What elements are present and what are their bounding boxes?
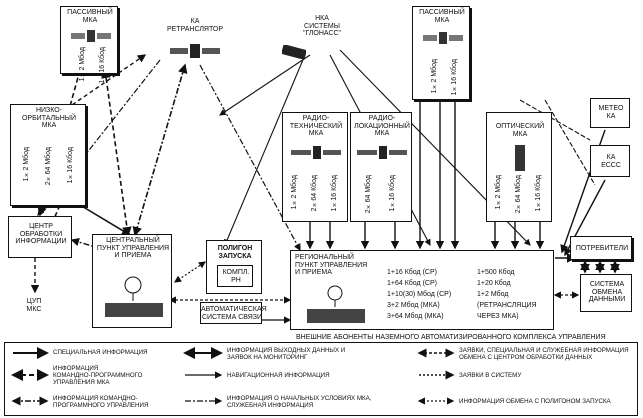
radiotechnical-mka[interactable]: РАДИО- ТЕХНИЧЕСКИЙ МКА 1×2 Мбод 2×64 Кбо… — [282, 112, 348, 222]
radar-mka[interactable]: РАДИО- ЛОКАЦИОННЫЙ МКА 2×64 Мбод 1×16 Кб… — [350, 112, 412, 222]
passive-mka-left[interactable]: ПАССИВНЫЙ МКА 1×2 Мбод 1×16 Кбод — [60, 6, 118, 84]
node-title: КА РЕТРАНСЛЯТОР — [166, 18, 224, 33]
tsup-mks[interactable]: ЦУП МКС — [14, 298, 54, 318]
node-title: НИЗКО- ОРБИТАЛЬНЫЙ МКА — [21, 107, 77, 129]
automatic-comm-system[interactable]: АВТОМАТИЧЕСКАЯ СИСТЕМА СВЯЗИ — [200, 302, 267, 324]
satellite-icon — [281, 44, 307, 64]
node-title: ЦЕНТРАЛЬНЫЙ ПУНКТ УПРАВЛЕНИЯ И ПРИЕМА — [96, 237, 170, 259]
meteo-ka[interactable]: МЕТЕО КА — [590, 98, 630, 128]
legend: СПЕЦИАЛЬНАЯ ИНФОРМАЦИЯ ИНФОРМАЦИЯ ВЫХОДН… — [4, 342, 638, 416]
legend-label: ЗАЯВКИ В СИСТЕМУ — [459, 372, 522, 379]
legend-symbols — [11, 347, 455, 406]
rate-label: 2×64 Мбод — [515, 175, 522, 214]
rate-line: (РЕТРАНСЛЯЦИЯ — [477, 302, 537, 309]
ka-essc[interactable]: КА ЕССС — [590, 145, 630, 177]
central-control-point[interactable]: ЦЕНТРАЛЬНЫЙ ПУНКТ УПРАВЛЕНИЯ И ПРИЕМА — [92, 234, 172, 328]
satellite-icon — [71, 27, 111, 50]
node-title: ПАССИВНЫЙ МКА — [67, 9, 113, 24]
low-orbit-mka[interactable]: НИЗКО- ОРБИТАЛЬНЫЙ МКА 1×2 Мбод 2×64 Мбо… — [10, 104, 86, 206]
node-title: МЕТЕО КА — [598, 105, 624, 120]
rate-label: 2×64 Мбод — [45, 147, 52, 186]
rate-line: 1+2 Мбод — [477, 291, 509, 298]
rate-label: 1×16 Кбод — [99, 47, 106, 84]
node-title: РАДИО- ТЕХНИЧЕСКИЙ МКА — [289, 115, 343, 137]
legend-label: СПЕЦИАЛЬНАЯ ИНФОРМАЦИЯ — [53, 349, 148, 356]
node-title: КА ЕССС — [601, 154, 621, 169]
rate-line: 3+2 Мбод (МКА) — [387, 302, 440, 309]
rate-line: ЧЕРЕЗ МКА) — [477, 313, 519, 320]
node-title: СИСТЕМА ОБМЕНА ДАННЫМИ — [588, 281, 626, 303]
launch-vehicle-complex: КОМПЛ. РН — [217, 265, 253, 287]
regional-col2: 1+500 Кбод 1+20 Кбод 1+2 Мбод (РЕТРАНСЛЯ… — [477, 267, 537, 322]
rate-line: 1+500 Кбод — [477, 269, 515, 276]
rate-line: 1+64 Кбод (СР) — [387, 280, 437, 287]
rate-line: 1+16 Кбод (СР) — [387, 269, 437, 276]
ground-station-icon — [103, 275, 165, 326]
node-title: ЦУП МКС — [26, 298, 42, 313]
rate-label: 1×2 Мбод — [23, 147, 30, 182]
regional-col1: 1+16 Кбод (СР) 1+64 Кбод (СР) 1+10(30) М… — [387, 267, 451, 322]
node-title: АВТОМАТИЧЕСКАЯ СИСТЕМА СВЯЗИ — [201, 306, 267, 321]
glonass-satellite[interactable]: НКА СИСТЕМЫ "ГЛОНАСС" — [281, 15, 362, 60]
node-title: ПОТРЕБИТЕЛИ — [575, 245, 629, 252]
rate-label: 1×2 Мбод — [431, 59, 438, 94]
rate-line: 3+64 Мбод (МКА) — [387, 313, 444, 320]
legend-label: ИНФОРМАЦИЯ ВЫХОДНЫХ ДАННЫХ И ЗАЯВОК НА М… — [227, 347, 346, 361]
satellite-icon — [357, 143, 407, 168]
external-subscribers-caption: ВНЕШНИЕ АБОНЕНТЫ НАЗЕМНОГО АВТОМАТИЗИРОВ… — [296, 334, 606, 341]
data-exchange-system[interactable]: СИСТЕМА ОБМЕНА ДАННЫМИ — [580, 274, 632, 312]
optical-mka[interactable]: ОПТИЧЕСКИЙ МКА 1×2 Мбод 2×64 Мбод 1×16 К… — [486, 112, 552, 222]
node-title: НКА СИСТЕМЫ "ГЛОНАСС" — [302, 15, 342, 37]
relay-satellite[interactable]: КА РЕТРАНСЛЯТОР — [140, 18, 250, 73]
regional-control-point[interactable]: РЕГИОНАЛЬНЫЙ ПУНКТ УПРАВЛЕНИЯ И ПРИЕМА 1… — [290, 250, 554, 330]
node-title: ПАССИВНЫЙ МКА — [419, 9, 465, 24]
node-title: ПОЛИГОН ЗАПУСКА — [217, 245, 253, 260]
legend-label: ИНФОРМАЦИЯ КОМАНДНО-ПРОГРАММНОГО УПРАВЛЕ… — [53, 365, 143, 386]
satellite-icon — [170, 40, 220, 67]
satellite-icon — [423, 29, 463, 52]
launch-polygon[interactable]: ПОЛИГОН ЗАПУСКА КОМПЛ. РН — [206, 240, 262, 294]
rate-label: 1×2 Мбод — [495, 175, 502, 210]
legend-label: ИНФОРМАЦИЯ КОМАНДНО- ПРОГРАММНОГО УПРАВЛ… — [53, 395, 149, 409]
rate-label: 2×64 Кбод — [311, 175, 318, 212]
rate-label: 1×16 Кбод — [331, 175, 338, 212]
node-inner: КОМПЛ. РН — [222, 269, 250, 284]
legend-label: ИНФОРМАЦИЯ О НАЧАЛЬНЫХ УСЛОВИЯХ МКА, СЛУ… — [227, 395, 372, 409]
node-title: ОПТИЧЕСКИЙ МКА — [495, 123, 545, 138]
rate-label: 1×2 Мбод — [291, 175, 298, 210]
node-title: ЦЕНТР ОБРАБОТКИ ИНФОРМАЦИИ — [15, 223, 67, 245]
consumers[interactable]: ПОТРЕБИТЕЛИ — [570, 236, 632, 260]
rate-label: 1×16 Кбод — [535, 175, 542, 212]
node-title: РЕГИОНАЛЬНЫЙ ПУНКТ УПРАВЛЕНИЯ И ПРИЕМА — [295, 254, 368, 276]
rate-label: 1×2 Мбод — [79, 47, 86, 82]
data-processing-center[interactable]: ЦЕНТР ОБРАБОТКИ ИНФОРМАЦИИ — [8, 216, 72, 258]
rate-label: 1×16 Кбод — [67, 147, 74, 184]
rate-line: 1+10(30) Мбод (СР) — [387, 291, 452, 298]
passive-mka-right[interactable]: ПАССИВНЫЙ МКА 1×2 Мбод 1×16 Кбод — [412, 6, 470, 100]
rate-label: 2×64 Мбод — [365, 175, 372, 214]
rate-label: 1×16 Кбод — [389, 175, 396, 212]
satellite-icon — [291, 143, 341, 168]
legend-label: ЗАЯВКИ, СПЕЦИАЛЬНАЯ И СЛУЖЕБНАЯ ИНФОРМАЦ… — [459, 347, 629, 361]
rate-line: 1+20 Кбод — [477, 280, 511, 287]
satellite-icon — [511, 145, 529, 176]
node-title: РАДИО- ЛОКАЦИОННЫЙ МКА — [354, 115, 410, 137]
legend-label: ИНФОРМАЦИЯ ОБМЕНА С ПОЛИГОНОМ ЗАПУСКА — [459, 398, 611, 405]
ground-station-icon — [305, 285, 367, 330]
rate-label: 1×16 Кбод — [451, 59, 458, 96]
legend-label: НАВИГАЦИОННАЯ ИНФОРМАЦИЯ — [227, 372, 330, 379]
